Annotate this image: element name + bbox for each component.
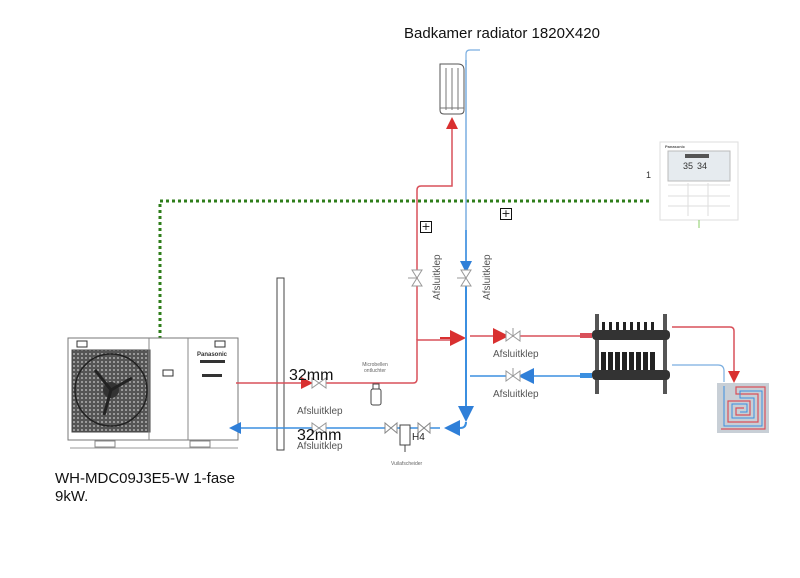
controller-side-label: 1 xyxy=(646,170,652,180)
supply-pipe-size: 32mm xyxy=(289,367,334,384)
valve-radiator-supply[interactable] xyxy=(408,269,423,287)
air-separator-label: Microbellen ontluchter xyxy=(362,362,388,374)
controller-display-value: 35 xyxy=(683,161,694,171)
valve-radiator-return[interactable] xyxy=(457,269,472,287)
heat-pump-unit xyxy=(67,337,239,449)
valve-dirt-separator-out[interactable] xyxy=(417,421,431,435)
heat-pump-model-line2: 9kW. xyxy=(55,488,89,505)
radiator-title: Badkamer radiator 1820X420 xyxy=(404,25,600,42)
plus-marker[interactable]: + xyxy=(500,207,512,220)
valve-label-floor-return: Afsluitklep xyxy=(493,389,539,400)
controller-brand: Panasonic xyxy=(665,144,686,149)
fan-icon xyxy=(74,353,148,427)
valve-label-main-return: Afsluitklep xyxy=(297,441,343,452)
valve-label-floor-supply: Afsluitklep xyxy=(493,349,539,360)
return-line xyxy=(229,49,725,436)
controller-display-value: 34 xyxy=(697,161,708,171)
valve-main-return[interactable] xyxy=(311,422,327,434)
underfloor-heating-coil xyxy=(717,383,769,433)
plus-marker[interactable]: + xyxy=(420,220,432,233)
heat-pump-brand: Panasonic xyxy=(197,352,228,358)
valve-label-main-supply: Afsluitklep xyxy=(297,406,343,417)
return-pipe-size: 32mm xyxy=(297,427,342,444)
bathroom-radiator xyxy=(439,63,465,115)
dirt-separator xyxy=(399,424,411,452)
valve-main-supply[interactable] xyxy=(311,377,327,389)
valve-label-radiator-return: Afsluitklep xyxy=(482,254,493,300)
heat-pump-model: WH-MDC09J3E5-W 1-fase 9kW. xyxy=(55,470,235,506)
dirt-separator-label: Vuilafscheider xyxy=(391,461,423,467)
valve-floor-return[interactable] xyxy=(505,368,521,382)
control-wire xyxy=(158,199,650,345)
valve-label-radiator-supply: Afsluitklep xyxy=(432,254,443,300)
dirt-separator-tag: H4 xyxy=(412,432,425,443)
air-separator xyxy=(370,383,382,406)
valve-floor-supply[interactable] xyxy=(505,328,521,342)
valve-dirt-separator-in[interactable] xyxy=(384,421,398,435)
supply-line xyxy=(236,117,740,389)
floor-heating-manifold xyxy=(580,314,670,394)
heat-pump-model-line1: WH-MDC09J3E5-W 1-fase xyxy=(55,470,236,487)
remote-controller[interactable] xyxy=(659,141,739,228)
wall xyxy=(276,277,285,451)
